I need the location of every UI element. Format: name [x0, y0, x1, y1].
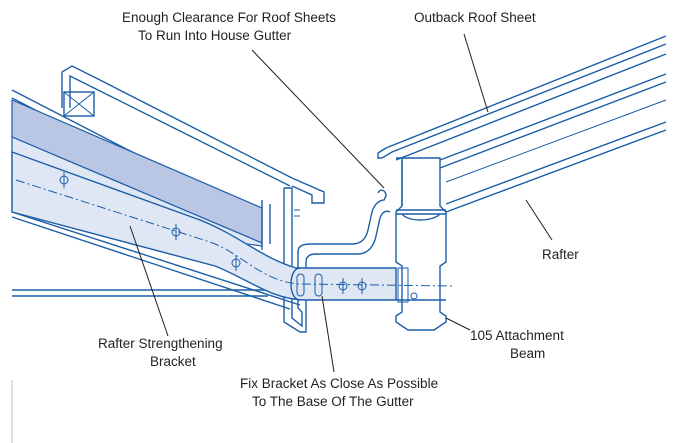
house-gutter	[283, 187, 391, 333]
bracket-slot	[296, 273, 305, 297]
label-attachment-line1: 105 Attachment	[470, 328, 564, 343]
label-strengthening-line2: Bracket	[150, 354, 196, 369]
bracket-slot	[314, 273, 323, 297]
attachment-beam	[395, 157, 447, 331]
label-rafter: Rafter	[542, 247, 579, 262]
label-outback-roof-sheet: Outback Roof Sheet	[414, 10, 536, 25]
label-attachment-line2: Beam	[510, 346, 545, 361]
label-clearance-line2: To Run Into House Gutter	[138, 28, 292, 43]
label-clearance-line1: Enough Clearance For Roof Sheets	[122, 10, 336, 25]
label-strengthening-line1: Rafter Strengthening	[98, 336, 223, 351]
batten	[63, 91, 95, 117]
flashing	[61, 65, 325, 250]
label-fix-line2: To The Base Of The Gutter	[252, 394, 414, 409]
label-fix-line1: Fix Bracket As Close As Possible	[240, 376, 438, 391]
outback-roof	[377, 35, 667, 213]
leader-lines	[129, 33, 553, 373]
